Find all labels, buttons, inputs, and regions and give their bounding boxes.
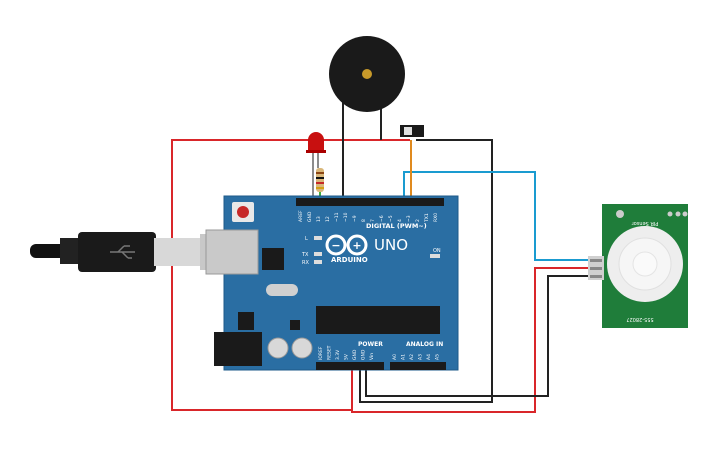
power-pin-label: 5V (344, 353, 350, 360)
blue-wire-pir-signal (403, 171, 601, 261)
red-led (306, 132, 326, 153)
power-pin-label: GND (361, 349, 367, 360)
digital-pin-label: ~11 (334, 212, 340, 222)
analog-pin-label: A4 (426, 354, 432, 360)
digital-pin-label: ~3 (406, 215, 412, 222)
analog-pin-label: A5 (435, 354, 441, 360)
digital-pin-label: RX0 (433, 213, 439, 222)
power-pin-label: RESET (327, 345, 333, 360)
voltage-regulator (238, 312, 254, 330)
piezo-buzzer (329, 36, 405, 112)
black-wire-gnd-loop (359, 139, 493, 403)
analog-pin-label: A2 (409, 354, 415, 360)
svg-text:+: + (352, 239, 361, 252)
pir-bottom-label: 555-28027 (626, 316, 653, 322)
digital-pin-label: 4 (397, 219, 403, 222)
capacitor-2 (291, 337, 313, 359)
power-jack (214, 332, 262, 366)
digital-pin-label: ~9 (352, 215, 358, 222)
crystal (266, 284, 298, 296)
digital-pin-label: ~5 (388, 215, 394, 222)
black-wire-pir-gnd (365, 275, 601, 397)
usb-cable (30, 232, 236, 272)
digital-pin-label: ~6 (379, 215, 385, 222)
led-l-label: L (305, 236, 308, 242)
board-model: UNO (374, 236, 408, 254)
digital-pin-label: 12 (325, 216, 331, 222)
red-wire-pir-power (351, 267, 601, 413)
digital-label: DIGITAL (PWM~) (366, 222, 427, 230)
microcontroller-chip (316, 306, 440, 334)
digital-pin-label: 7 (370, 219, 376, 222)
arduino-logo-icon (325, 234, 368, 256)
power-label: POWER (358, 341, 383, 348)
capacitor-1 (267, 337, 289, 359)
power-pin-label: 3.3V (335, 349, 341, 360)
arduino-logo-text: ARDUINO (331, 256, 368, 264)
usb-socket (205, 229, 259, 275)
digital-pin-label: ~10 (343, 212, 349, 222)
digital-pin-label: GND (307, 211, 313, 222)
digital-pin-label: 2 (415, 219, 421, 222)
analog-label: ANALOG IN (406, 341, 443, 348)
pir-top-label: PIR Sensor (631, 220, 659, 226)
digital-pin-label: AREF (298, 210, 304, 222)
analog-pin-label: A1 (401, 354, 407, 360)
usb-chip (262, 248, 284, 270)
usb-icon (110, 245, 135, 259)
analog-pin-label: A0 (392, 354, 398, 360)
digital-pin-label: 13 (316, 216, 322, 222)
power-pin-label: Vin (369, 353, 375, 360)
analog-pin-label: A3 (418, 354, 424, 360)
power-pin-label: GND (352, 349, 358, 360)
svg-text:−: − (331, 239, 340, 252)
digital-header (296, 198, 444, 206)
slide-switch[interactable] (400, 125, 424, 137)
pir-sensor: PIR Sensor 555-28027 (588, 204, 688, 328)
analog-header (390, 362, 446, 370)
on-label: ON (433, 248, 441, 254)
digital-pin-label: TX1 (424, 213, 430, 223)
digital-pin-label: 8 (361, 219, 367, 222)
power-header (316, 362, 384, 370)
led-rx-label: RX (302, 260, 309, 266)
power-pin-label: IOREF (318, 346, 324, 360)
arduino-uno-board: − + ARDUINO UNO DIGITAL (PWM~) POWER ANA… (205, 195, 459, 371)
led-tx-label: TX (301, 252, 309, 258)
resistor (316, 168, 324, 192)
